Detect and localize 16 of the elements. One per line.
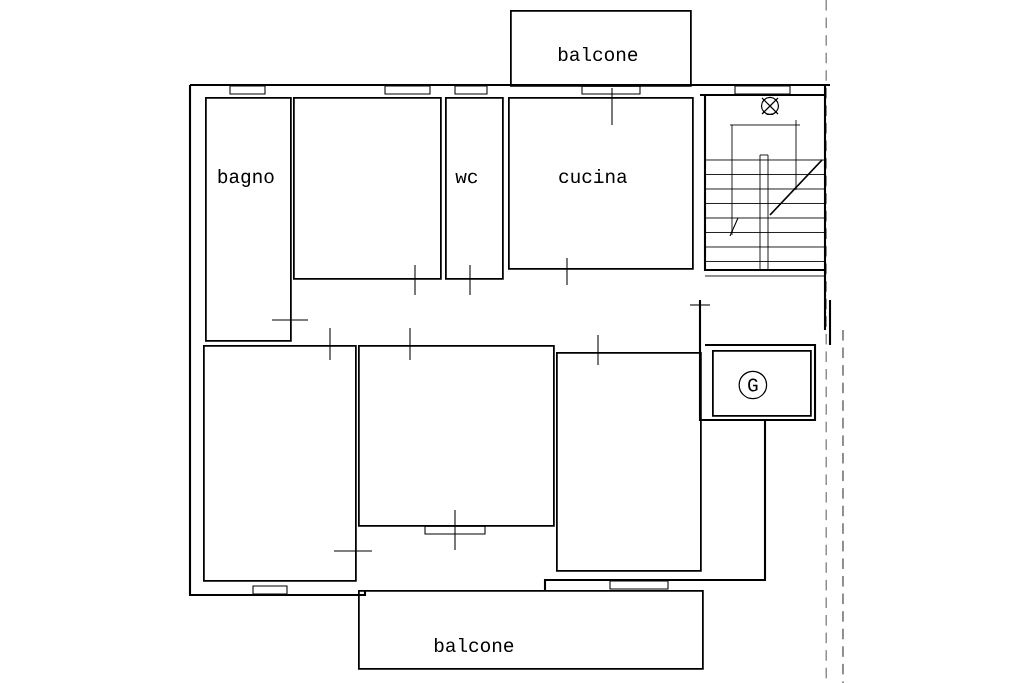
room bbox=[445, 97, 504, 280]
room-outline bbox=[358, 345, 555, 527]
room-outline bbox=[293, 97, 442, 280]
room bbox=[510, 10, 692, 87]
room bbox=[508, 97, 694, 270]
room-label: cucina bbox=[559, 168, 627, 184]
room bbox=[358, 590, 704, 670]
room bbox=[712, 350, 812, 417]
room-label: balcone bbox=[558, 46, 638, 62]
room-label: wc bbox=[455, 172, 478, 184]
room-label: G bbox=[748, 378, 758, 392]
room bbox=[205, 97, 292, 342]
room-label: bagno bbox=[218, 169, 274, 187]
room-label: balcone bbox=[434, 637, 514, 653]
room-outline bbox=[556, 352, 702, 572]
room-outline bbox=[203, 345, 357, 582]
